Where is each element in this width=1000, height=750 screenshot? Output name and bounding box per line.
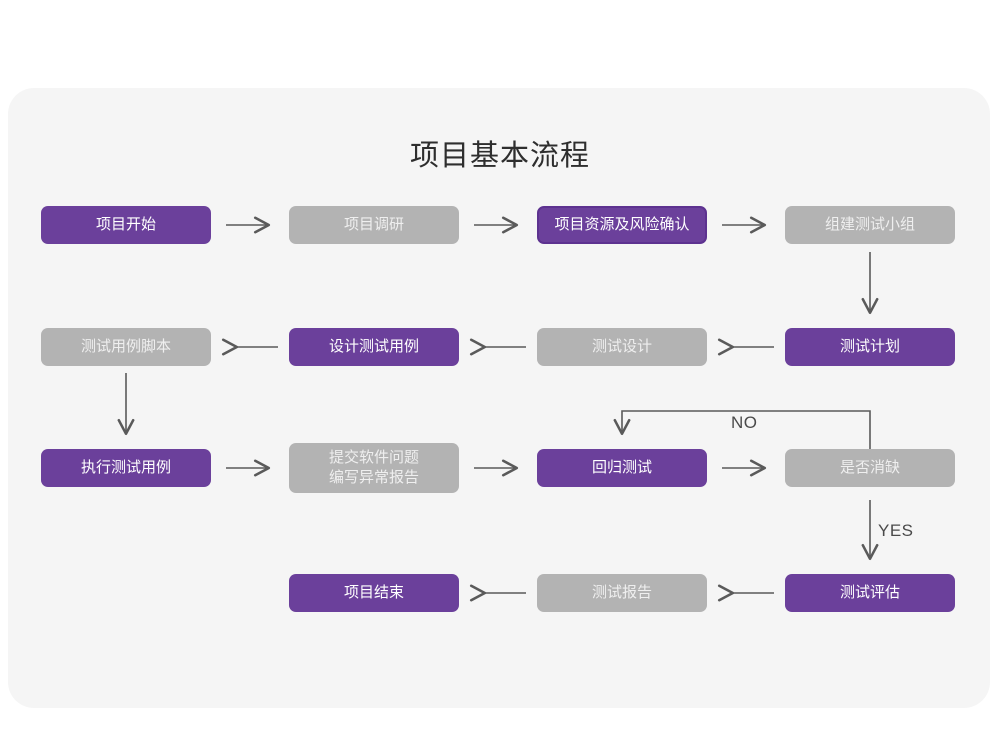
node-defect-resolved[interactable]: 是否消缺 [785, 449, 955, 487]
node-test-plan[interactable]: 测试计划 [785, 328, 955, 366]
page-title: 项目基本流程 [409, 140, 590, 172]
node-test-case-script[interactable]: 测试用例脚本 [41, 328, 211, 366]
node-submit-issue-report[interactable]: 提交软件问题 编写异常报告 [289, 443, 459, 493]
flowchart-card [8, 88, 990, 708]
edge-label-yes: YES [878, 521, 914, 540]
node-design-test-case[interactable]: 设计测试用例 [289, 328, 459, 366]
node-test-design[interactable]: 测试设计 [537, 328, 707, 366]
node-project-end[interactable]: 项目结束 [289, 574, 459, 612]
node-build-test-team[interactable]: 组建测试小组 [785, 206, 955, 244]
node-test-evaluation[interactable]: 测试评估 [785, 574, 955, 612]
node-resource-risk-confirm[interactable]: 项目资源及风险确认 [537, 206, 707, 244]
node-execute-test-case[interactable]: 执行测试用例 [41, 449, 211, 487]
node-project-research[interactable]: 项目调研 [289, 206, 459, 244]
node-regression-test[interactable]: 回归测试 [537, 449, 707, 487]
node-test-report[interactable]: 测试报告 [537, 574, 707, 612]
edge-label-no: NO [731, 413, 758, 432]
node-project-start[interactable]: 项目开始 [41, 206, 211, 244]
